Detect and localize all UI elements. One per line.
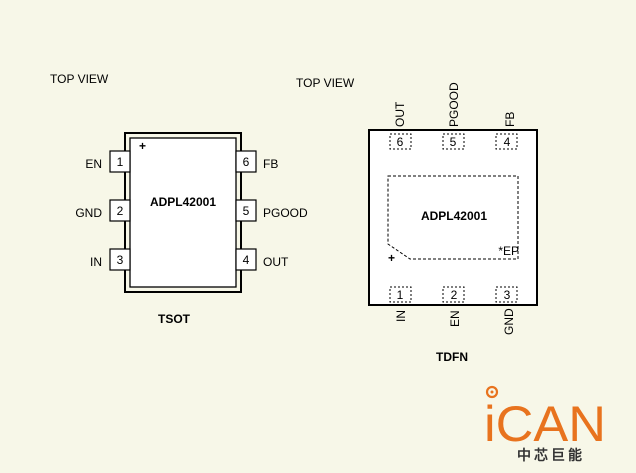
logo-dot-icon (485, 385, 499, 399)
tdfn-pin-num-2: 2 (451, 288, 458, 302)
tdfn-pin-box-1 (389, 286, 412, 303)
tdfn-pin-name-in: IN (394, 310, 408, 322)
tdfn-pin-num-4: 4 (504, 135, 511, 149)
tdfn-chip-name: ADPL42001 (421, 209, 487, 223)
tdfn-pin-box-6 (389, 133, 412, 150)
tsot-pin-num-2: 2 (117, 204, 124, 218)
tdfn-pin-name-out: OUT (393, 101, 407, 127)
tdfn-pin-num-3: 3 (504, 288, 511, 302)
logo-dot-center-icon (490, 390, 494, 394)
tdfn-pin-name-fb: FB (503, 112, 517, 127)
tsot-pin-name-en: EN (85, 157, 102, 171)
tdfn-pin-box-3 (495, 286, 518, 303)
ican-logo: iCAN 中芯巨能 (484, 385, 606, 464)
tdfn-view-label: TOP VIEW (296, 76, 355, 90)
tdfn-pin-name-en: EN (448, 310, 462, 327)
tsot-package-group: TOP VIEW + ADPL42001 1 EN 2 GND 3 IN 6 F… (50, 72, 308, 326)
tsot-body (129, 137, 237, 288)
tdfn-pin-box-4 (495, 133, 518, 150)
tsot-package-name: TSOT (158, 312, 191, 326)
logo-subtitle: 中芯巨能 (517, 447, 585, 464)
tsot-pin-num-1: 1 (117, 155, 124, 169)
tsot-pin-name-gnd: GND (75, 206, 102, 220)
tdfn-exposed-pad (387, 175, 519, 260)
tdfn-package-name: TDFN (436, 350, 468, 364)
tsot-pin-name-out: OUT (263, 255, 289, 269)
tdfn-pin-name-pgood: PGOOD (447, 82, 461, 127)
logo-brand-text: iCAN (484, 396, 606, 452)
tdfn-pin-box-5 (442, 133, 465, 150)
tsot-pin-box-6 (235, 150, 257, 173)
tdfn-pin-name-gnd: GND (502, 308, 516, 335)
tsot-pin-box-4 (235, 248, 257, 271)
tdfn-package-group: TOP VIEW ADPL42001 *EP + 6 OUT 5 PGOOD 4… (296, 76, 538, 364)
tsot-pin-num-5: 5 (243, 204, 250, 218)
tsot-pin-name-fb: FB (263, 157, 278, 171)
tdfn-pin-num-5: 5 (450, 135, 457, 149)
tdfn-ep-label: *EP (498, 244, 519, 258)
tsot-pin-box-3 (109, 248, 131, 271)
tsot-pin-num-6: 6 (243, 155, 250, 169)
tsot-pin-box-1 (109, 150, 131, 173)
tsot-chip-name: ADPL42001 (150, 195, 216, 209)
tsot-pin1-mark: + (139, 139, 146, 153)
tsot-view-label: TOP VIEW (50, 72, 109, 86)
tsot-pin-box-5 (235, 199, 257, 222)
tsot-pin-box-2 (109, 199, 131, 222)
tdfn-pin1-mark: + (388, 251, 395, 265)
tdfn-pin-num-1: 1 (397, 288, 404, 302)
tsot-pin-num-4: 4 (243, 253, 250, 267)
tsot-pin-num-3: 3 (117, 253, 124, 267)
tdfn-pin-num-6: 6 (397, 135, 404, 149)
tdfn-pin-box-2 (442, 286, 465, 303)
tdfn-body (368, 129, 538, 306)
tsot-pin-name-in: IN (90, 255, 102, 269)
tsot-pin-name-pgood: PGOOD (263, 206, 308, 220)
